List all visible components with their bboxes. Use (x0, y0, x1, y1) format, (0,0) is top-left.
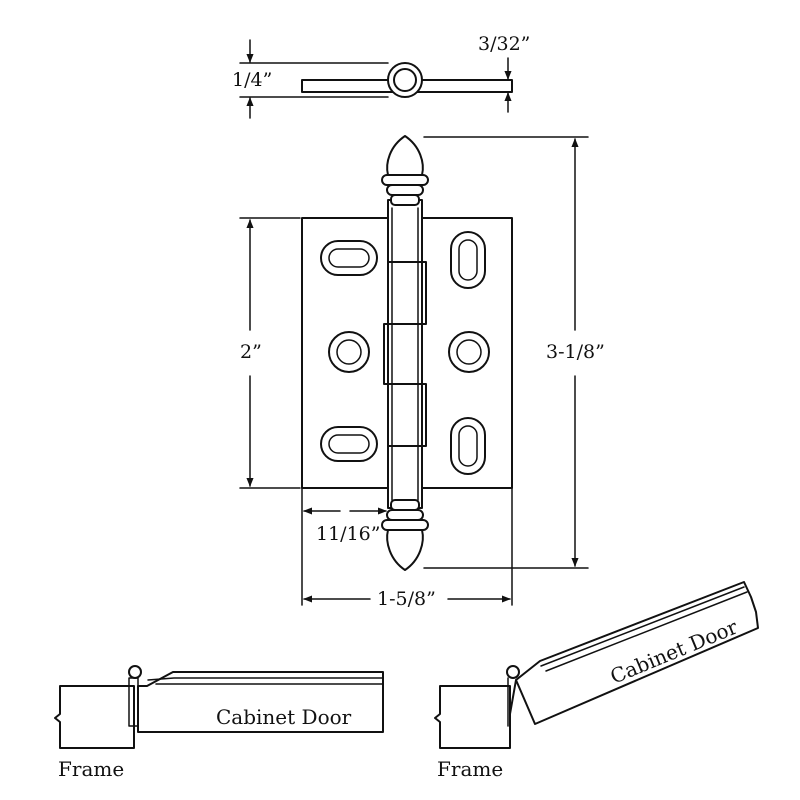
round-hole (328, 331, 370, 373)
dim-label-overall-width: 1-5/8” (377, 588, 436, 610)
top-finial-collar (390, 194, 420, 206)
hinge-knuckle-open (506, 665, 520, 679)
dim-label-leaf-width: 11/16” (316, 523, 380, 545)
dimension-plate-height: 2” (239, 217, 301, 489)
dimension-plate-thickness: 3/32” (478, 33, 530, 113)
dimension-leaf-thickness: 1/4” (232, 39, 389, 119)
dim-label-plate-thickness: 3/32” (478, 33, 530, 55)
slot-hole (450, 417, 486, 475)
dim-label-leaf-thickness: 1/4” (232, 69, 272, 91)
knuckle-pin (393, 68, 417, 92)
top-finial-collar (386, 184, 424, 196)
knuckle-segment (387, 383, 427, 447)
frame-block (434, 685, 511, 749)
hinge-top-view (301, 62, 513, 98)
bottom-finial-collar (386, 509, 424, 521)
slot-hole (320, 426, 378, 462)
top-finial-collar (381, 174, 429, 186)
cabinet-door-label-open: Cabinet Door (607, 615, 742, 689)
closed-door-detail: Cabinet Door Frame (54, 665, 384, 781)
dim-label-overall-height: 3-1/8” (546, 341, 605, 363)
hinge-barrel (387, 199, 423, 509)
bottom-finial-collar (390, 499, 420, 511)
frame-block (54, 685, 135, 749)
slot-hole (320, 240, 378, 276)
cabinet-door-closed (137, 671, 384, 733)
slot-hole (450, 231, 486, 289)
open-door-detail: Cabinet Door Frame (434, 581, 759, 781)
top-finial-tip (386, 135, 424, 176)
hinge-front-view (301, 135, 513, 571)
dimension-leaf-width: 11/16” (301, 487, 513, 606)
knuckle-outer (387, 62, 423, 98)
dimension-overall-height: 3-1/8” (423, 136, 605, 569)
dim-label-plate-height: 2” (240, 341, 262, 363)
bottom-finial-collar (381, 519, 429, 531)
cabinet-door-open (515, 581, 759, 725)
dimension-overall-width: 1-5/8” (303, 588, 511, 610)
hinge-leaf-door-side (509, 679, 517, 715)
bottom-finial-tip (386, 529, 424, 571)
hinge-knuckle-closed (128, 665, 142, 679)
frame-label-left: Frame (58, 757, 124, 781)
frame-label-right: Frame (437, 757, 503, 781)
round-hole (448, 331, 490, 373)
cabinet-door-label-closed: Cabinet Door (216, 705, 352, 729)
